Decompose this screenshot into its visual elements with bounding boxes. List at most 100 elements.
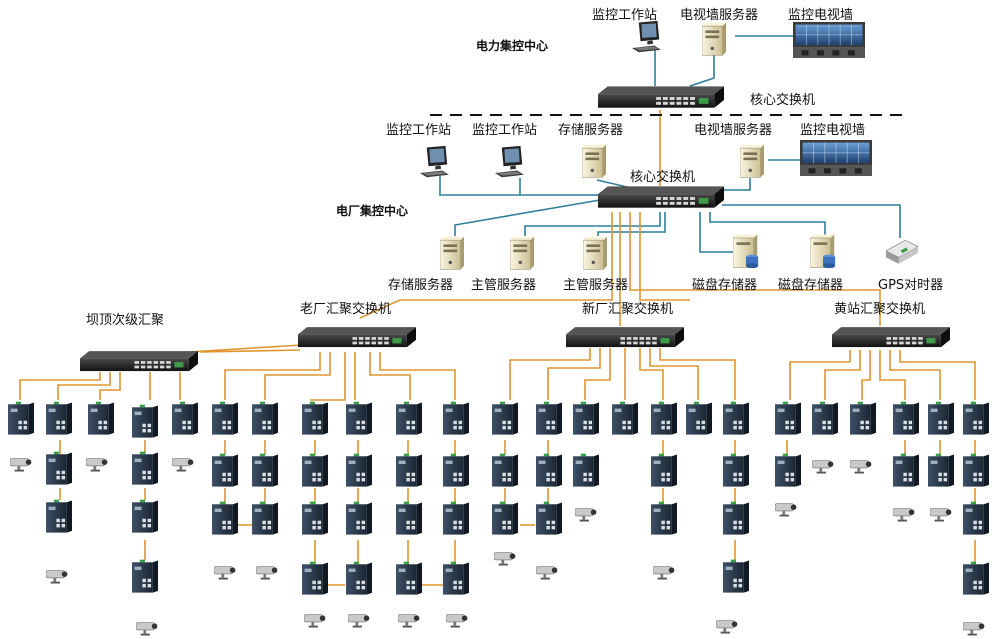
connection-lines	[19, 35, 976, 586]
field-switch-icon-60	[963, 501, 989, 535]
field-switch-icon-19	[302, 453, 328, 487]
label-mid-monitor-ws-2: 监控工作站	[472, 123, 537, 138]
top-video-wall-icon	[793, 22, 865, 58]
label-mid-monitor-tv: 监控电视墙	[800, 123, 865, 138]
field-switch-icon-12	[252, 401, 278, 435]
field-switch-icon-8	[46, 499, 72, 533]
label-mid-core-switch: 核心交换机	[630, 169, 695, 185]
label-top-monitor-tv: 监控电视墙	[788, 8, 853, 23]
label-top-videowall-server: 电视墙服务器	[680, 7, 758, 23]
camera-icon-14	[575, 508, 597, 522]
mid-video-wall-icon	[800, 140, 872, 176]
field-switch-icon-18	[252, 453, 278, 487]
camera-icon-11	[446, 614, 468, 628]
camera-icon-4	[46, 570, 68, 584]
label-disk-storage-1: 磁盘存储器	[692, 277, 757, 293]
top-videowall-server-icon	[702, 22, 726, 56]
label-dam-aggregation: 坝顶次级汇聚	[86, 312, 164, 328]
label-gps-clock: GPS对时器	[878, 278, 943, 293]
mid-videowall-server-icon	[740, 144, 764, 178]
field-switch-icon-61	[963, 561, 989, 595]
field-switch-icon-11	[212, 401, 238, 435]
field-switch-icon-54	[928, 401, 954, 435]
field-switch-icon-41	[536, 453, 562, 487]
field-switch-icon-9	[132, 499, 158, 533]
camera-icon-1	[10, 458, 32, 472]
field-switch-icon-24	[252, 501, 278, 535]
field-switch-icon-21	[396, 453, 422, 487]
camera-icon-19	[850, 460, 872, 474]
field-switch-icon-51	[812, 401, 838, 435]
field-switch-icon-30	[346, 561, 372, 595]
camera-icon-2	[86, 458, 108, 472]
field-switch-icon-40	[492, 453, 518, 487]
field-switch-icon-5	[172, 401, 198, 435]
field-nodes	[8, 401, 989, 595]
field-switch-icon-37	[651, 401, 677, 435]
camera-icon-17	[775, 503, 797, 517]
field-switch-icon-35	[573, 401, 599, 435]
mid-workstation-2-icon	[495, 145, 524, 178]
field-switch-icon-16	[443, 401, 469, 435]
field-switch-icon-27	[396, 501, 422, 535]
top-workstation-icon	[632, 20, 661, 53]
field-switch-icon-7	[132, 451, 158, 485]
field-switch-icon-4	[132, 404, 158, 438]
label-top-monitor-ws: 监控工作站	[592, 8, 657, 23]
disk-storage-2-icon	[810, 234, 836, 268]
field-switch-icon-55	[963, 401, 989, 435]
label-storage-server: 存储服务器	[388, 277, 453, 293]
field-switch-icon-36	[612, 401, 638, 435]
label-old-plant-switch: 老厂汇聚交换机	[300, 301, 391, 317]
camera-icon-15	[653, 566, 675, 580]
field-switch-icon-1	[8, 401, 34, 435]
camera-icon-6	[214, 566, 236, 580]
yellow-station-switch-icon	[832, 327, 950, 348]
field-switch-icon-58	[928, 453, 954, 487]
field-switch-icon-15	[396, 401, 422, 435]
field-switch-icon-42	[573, 453, 599, 487]
label-mid-storage-server: 存储服务器	[558, 122, 623, 138]
label-power-center: 电力集控中心	[476, 38, 548, 53]
camera-icon-7	[256, 566, 278, 580]
field-switch-icon-28	[443, 501, 469, 535]
label-main-server-2: 主管服务器	[563, 277, 628, 293]
field-switch-icon-32	[443, 561, 469, 595]
camera-icon-10	[398, 614, 420, 628]
dam-aggregation-switch-icon	[80, 351, 198, 372]
mid-core-switch-icon	[598, 186, 724, 208]
old-plant-switch-icon	[298, 327, 416, 348]
label-mid-monitor-ws-1: 监控工作站	[386, 123, 451, 138]
field-switch-icon-20	[346, 453, 372, 487]
field-switch-icon-3	[88, 401, 114, 435]
disk-storage-1-icon	[733, 234, 759, 268]
field-switch-icon-23	[212, 501, 238, 535]
field-switch-icon-46	[536, 501, 562, 535]
main-server-1-icon	[510, 236, 534, 270]
field-switch-icon-44	[723, 453, 749, 487]
field-switch-icon-52	[850, 401, 876, 435]
field-switch-icon-10	[132, 559, 158, 593]
label-mid-videowall-server: 电视墙服务器	[694, 122, 772, 138]
camera-icon-13	[536, 566, 558, 580]
camera-icon-12	[494, 552, 516, 566]
field-switch-icon-45	[492, 501, 518, 535]
field-switch-icon-34	[536, 401, 562, 435]
field-switch-icon-2	[46, 401, 72, 435]
field-switch-icon-31	[396, 561, 422, 595]
top-core-switch-icon	[598, 86, 724, 108]
main-server-2-icon	[583, 236, 607, 270]
camera-icon-5	[136, 622, 158, 636]
camera-icon-9	[348, 614, 370, 628]
field-switch-icon-48	[723, 501, 749, 535]
field-switch-icon-47	[651, 501, 677, 535]
field-switch-icon-56	[775, 453, 801, 487]
field-switch-icon-39	[723, 401, 749, 435]
camera-icon-16	[716, 620, 738, 634]
camera-icon-3	[172, 458, 194, 472]
label-main-server-1: 主管服务器	[471, 277, 536, 293]
field-switch-icon-26	[346, 501, 372, 535]
camera-icon-18	[812, 460, 834, 474]
field-switch-icon-14	[346, 401, 372, 435]
